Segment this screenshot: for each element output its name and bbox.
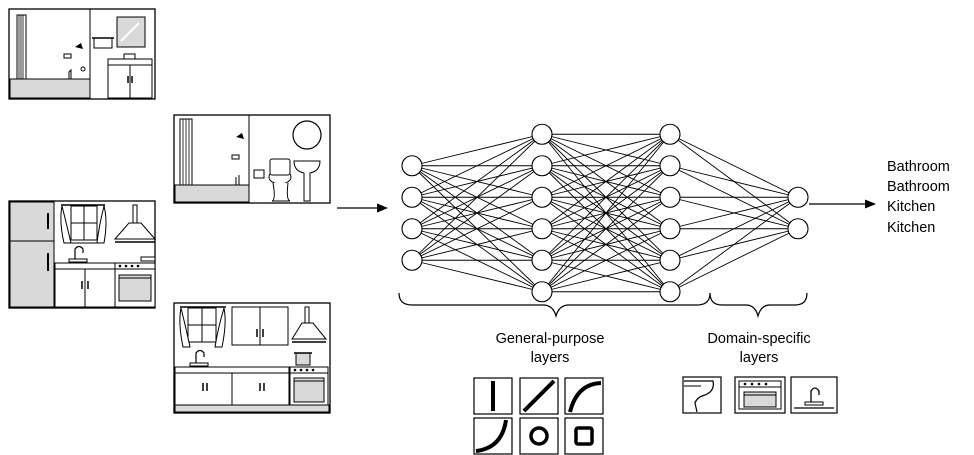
general-purpose-label: General-purpose [496, 331, 605, 347]
diagonal-line-feature-icon [519, 377, 559, 415]
domain-specific-brace [709, 292, 808, 319]
network-edge [411, 196, 543, 261]
network-node-layer-3 [659, 186, 681, 208]
network-node-layer-4 [787, 218, 809, 240]
input-image-bathroom-1 [8, 8, 156, 100]
curve-feature-icon [564, 377, 604, 415]
network-edge [541, 259, 671, 293]
network-node-layer-3 [659, 281, 681, 303]
network-node-layer-2 [531, 249, 553, 271]
network-node-layer-1 [401, 186, 423, 208]
network-node-layer-3 [659, 249, 681, 271]
network-edge [411, 259, 543, 293]
network-edge [541, 196, 671, 293]
network-edge [411, 133, 543, 261]
output-label: Bathroom [887, 179, 950, 195]
network-node-layer-3 [659, 123, 681, 145]
network-edge [541, 133, 671, 230]
output-arrow [809, 199, 876, 209]
network-edge [411, 133, 543, 230]
network-node-layer-3 [659, 155, 681, 177]
network-edge [411, 133, 543, 198]
network-node-layer-2 [531, 123, 553, 145]
vertical-line-feature-icon [473, 377, 513, 415]
output-labels: Bathroom Bathroom Kitchen Kitchen [887, 159, 950, 236]
faucet-feature-icon [790, 376, 838, 414]
network-edge [541, 133, 671, 198]
network-edge [669, 133, 799, 198]
network-node-layer-3 [659, 218, 681, 240]
network-nodes [401, 123, 809, 303]
network-node-layer-1 [401, 155, 423, 177]
network-edge [411, 228, 543, 261]
domain-specific-label-layers: layers [740, 350, 779, 366]
input-image-kitchen-2 [173, 302, 331, 414]
network-edge [541, 165, 671, 293]
network-edge [541, 133, 671, 167]
oven-feature-icon [734, 376, 786, 414]
output-label: Kitchen [887, 220, 935, 236]
network-edge [541, 133, 671, 293]
network-edge [411, 133, 543, 167]
general-purpose-label-layers: layers [531, 350, 570, 366]
network-edge [669, 165, 799, 198]
general-purpose-brace [398, 292, 711, 319]
domain-specific-label: Domain-specific [707, 331, 810, 347]
input-image-bathroom-2 [173, 114, 331, 204]
output-label: Bathroom [887, 159, 950, 175]
network-node-layer-2 [531, 186, 553, 208]
network-node-layer-2 [531, 218, 553, 240]
square-feature-icon [564, 417, 604, 455]
network-node-layer-2 [531, 155, 553, 177]
network-node-layer-2 [531, 281, 553, 303]
input-image-kitchen-1 [8, 200, 157, 309]
network-edge [541, 228, 671, 293]
network-node-layer-4 [787, 186, 809, 208]
network-edge [411, 165, 543, 261]
input-arrow [337, 203, 388, 213]
network-node-layer-1 [401, 218, 423, 240]
network-edge [669, 196, 799, 293]
network-edge [669, 196, 799, 230]
hook-curve-feature-icon [473, 417, 513, 455]
network-edge [669, 228, 799, 293]
network-connections [411, 133, 799, 293]
network-edge [669, 196, 799, 261]
network-edge [541, 133, 671, 261]
toilet-feature-icon [682, 376, 722, 414]
circle-feature-icon [519, 417, 559, 455]
network-node-layer-1 [401, 249, 423, 271]
output-label: Kitchen [887, 199, 935, 215]
